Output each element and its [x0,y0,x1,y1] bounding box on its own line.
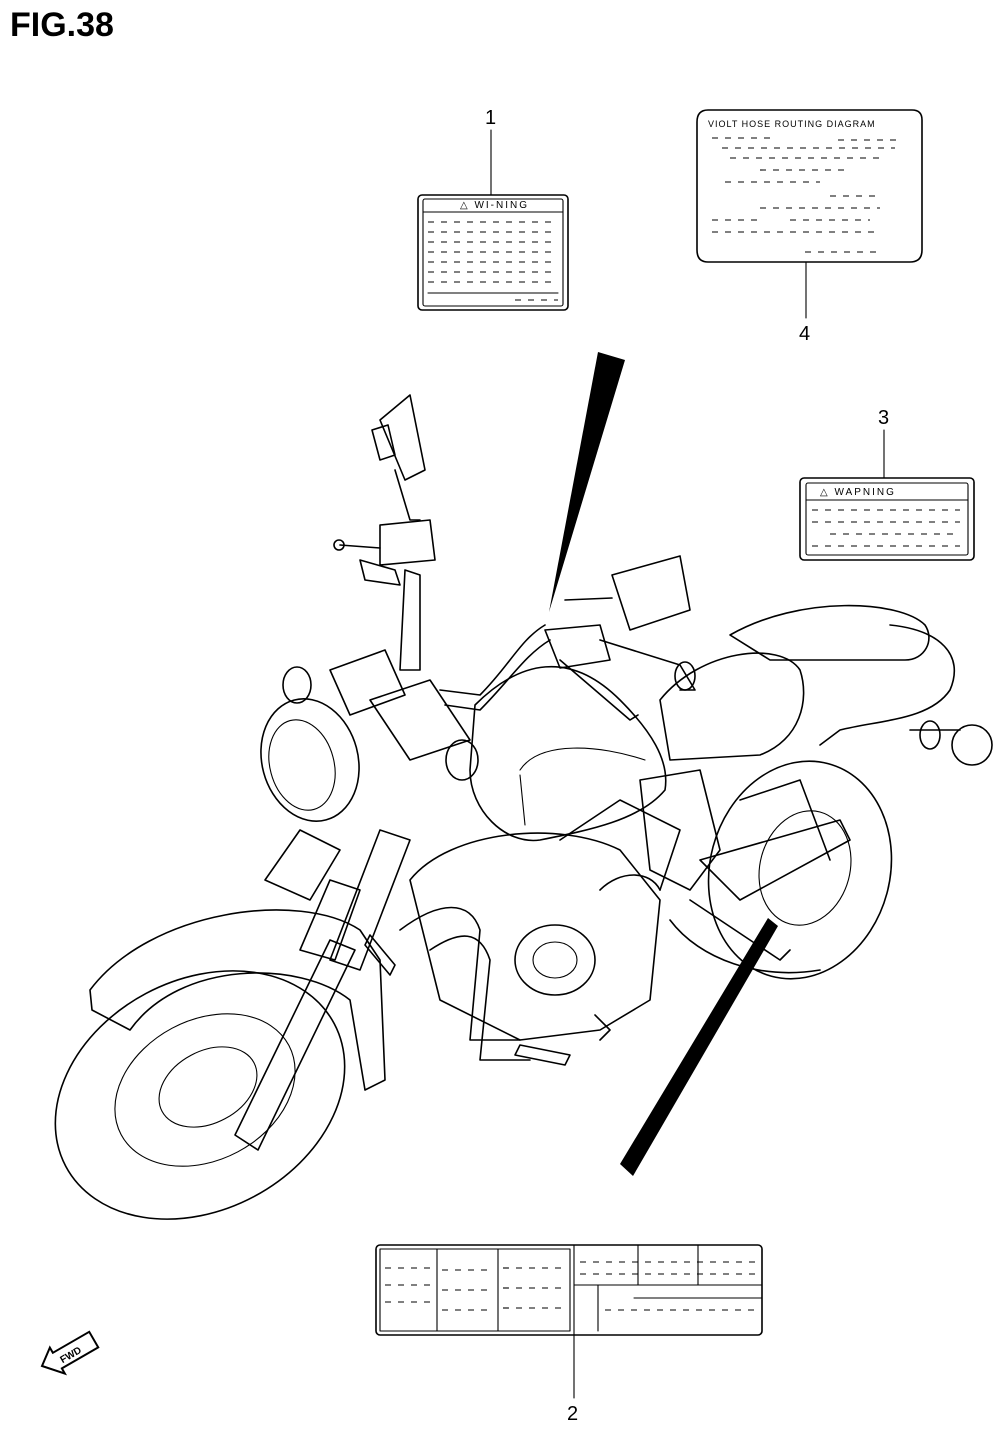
label-2[interactable] [375,1244,763,1336]
pointer-wedge-lower [620,918,778,1176]
callout-number-3: 3 [878,407,889,429]
callout-number-2: 2 [567,1403,578,1425]
callout-number-1: 1 [485,107,496,129]
label-3-heading: △ WAPNING [820,487,896,498]
motorcycle-illustration [54,394,993,1220]
label-1-heading: △ WI-NING [460,200,529,211]
label-4[interactable]: VIOLT HOSE ROUTING DIAGRAM [696,109,923,263]
label-1[interactable]: △ WI-NING [417,194,569,311]
label-4-heading: VIOLT HOSE ROUTING DIAGRAM [708,119,876,129]
label-3[interactable]: △ WAPNING [799,477,975,561]
callout-number-4: 4 [799,323,810,345]
figure-title: FIG.38 [10,6,114,44]
fwd-arrow: FWD [40,1330,100,1376]
pointer-wedge-upper [549,352,625,612]
